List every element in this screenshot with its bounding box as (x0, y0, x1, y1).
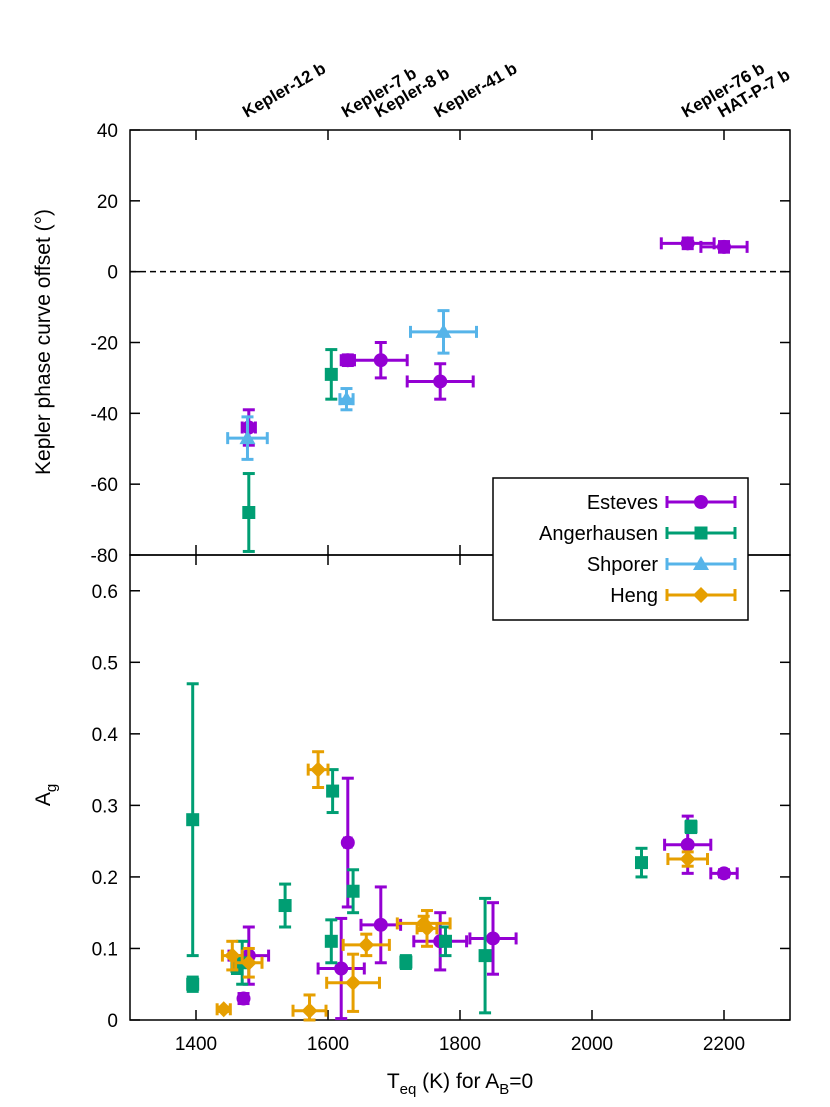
legend-label-heng: Heng (610, 585, 658, 607)
point-esteves-0-marker (236, 991, 251, 1006)
point-esteves-3-marker (433, 374, 448, 389)
point-angerhausen-12-marker (684, 820, 698, 834)
offset-ytick-label-1: -60 (91, 475, 118, 496)
series-esteves (240, 236, 749, 447)
offset-ytick-label-3: -20 (91, 334, 118, 355)
albedo-ytick-label-2: 0.2 (92, 868, 118, 889)
albedo-axis-title: Ag (32, 784, 60, 806)
point-heng-5-marker (345, 974, 362, 991)
legend-label-shporer: Shporer (587, 554, 658, 576)
point-heng-4-marker (310, 761, 327, 778)
point-esteves-2-marker (373, 353, 388, 368)
offset-ytick-label-5: 20 (97, 192, 118, 213)
offset-ytick-label-6: 40 (97, 121, 118, 142)
point-esteves-7-marker (680, 837, 695, 852)
point-esteves-5-marker (717, 239, 731, 254)
albedo-ytick-label-3: 0.3 (92, 796, 118, 817)
point-angerhausen-1-marker (324, 367, 338, 381)
point-angerhausen-8-marker (399, 955, 413, 969)
point-heng-6-marker (358, 936, 375, 953)
albedo-axis-title-sub: g (43, 784, 60, 792)
albedo-ytick-label-1: 0.1 (92, 939, 118, 960)
point-heng-2-marker (240, 954, 257, 971)
point-esteves-2-marker (334, 961, 349, 976)
point-esteves-4-marker (680, 236, 695, 251)
point-esteves-3-marker (340, 835, 355, 850)
albedo-xtick-label-1: 1600 (307, 1034, 349, 1055)
point-angerhausen-6-marker (326, 784, 340, 798)
temperature-axis-title-main: T (387, 1070, 400, 1093)
albedo-ytick-label-5: 0.5 (92, 653, 118, 674)
point-esteves-8-marker (717, 866, 731, 881)
albedo-xtick-label-0: 1400 (175, 1034, 217, 1055)
legend-marker-shporer (693, 556, 709, 570)
series-heng (215, 750, 709, 1022)
point-angerhausen-9-marker (438, 934, 452, 948)
albedo-panel: 0 0.1 0.2 0.3 0.4 0.5 0.6 1400 1600 1800 2000 2200 (92, 554, 791, 1055)
point-angerhausen-7-marker (346, 884, 360, 898)
point-angerhausen-1-marker (186, 977, 200, 991)
point-shporer-1-marker (338, 391, 355, 406)
legend-marker-heng (693, 587, 709, 603)
offset-panel: -80 -60 -40 -20 0 20 40 (91, 121, 791, 567)
temperature-axis-title-rest: (K) for A (416, 1070, 499, 1093)
point-angerhausen-11-marker (635, 856, 648, 870)
temperature-axis-title-end: =0 (509, 1070, 533, 1093)
point-heng-3-marker (301, 1002, 318, 1019)
legend-label-esteves: Esteves (587, 492, 658, 514)
temperature-axis-title: Teq (K) for AB=0 (387, 1070, 533, 1098)
point-shporer-2-marker (435, 323, 452, 338)
albedo-xtick-label-3: 2000 (571, 1034, 613, 1055)
legend-label-angerhausen: Angerhausen (539, 523, 658, 545)
albedo-ytick-label-6: 0.6 (92, 582, 118, 603)
point-angerhausen-0-marker (242, 506, 256, 519)
point-angerhausen-10-marker (478, 949, 492, 963)
point-heng-9-marker (679, 851, 696, 868)
point-heng-0-marker (215, 1001, 232, 1018)
albedo-ytick-label-4: 0.4 (92, 725, 119, 746)
series-angerhausen (242, 348, 338, 553)
albedo-xtick-label-4: 2200 (703, 1034, 745, 1055)
point-esteves-4-marker (373, 917, 388, 932)
point-esteves-1-marker (340, 353, 355, 368)
offset-ytick-label-4: 0 (107, 263, 118, 284)
point-angerhausen-5-marker (324, 934, 338, 948)
point-angerhausen-4-marker (278, 899, 292, 913)
legend-marker-angerhausen (694, 526, 708, 540)
albedo-axis-title-main: A (32, 792, 55, 806)
offset-axis-title: Kepler phase curve offset (°) (32, 209, 55, 475)
point-esteves-6-marker (486, 931, 500, 946)
offset-ytick-label-0: -80 (91, 546, 118, 567)
point-heng-8-marker (419, 920, 435, 937)
series-shporer (226, 309, 478, 461)
offset-ytick-label-2: -40 (91, 404, 118, 425)
temperature-axis-title-sub: eq (400, 1081, 417, 1098)
legend-marker-esteves (694, 495, 708, 509)
temperature-axis-title-sub2: B (499, 1081, 509, 1098)
point-shporer-0-marker (239, 430, 256, 445)
point-angerhausen-0-marker (186, 813, 200, 827)
albedo-xtick-label-2: 1800 (439, 1034, 481, 1055)
planet-label-0: Kepler-12 b (239, 59, 329, 122)
albedo-ytick-label-0: 0 (107, 1011, 118, 1032)
